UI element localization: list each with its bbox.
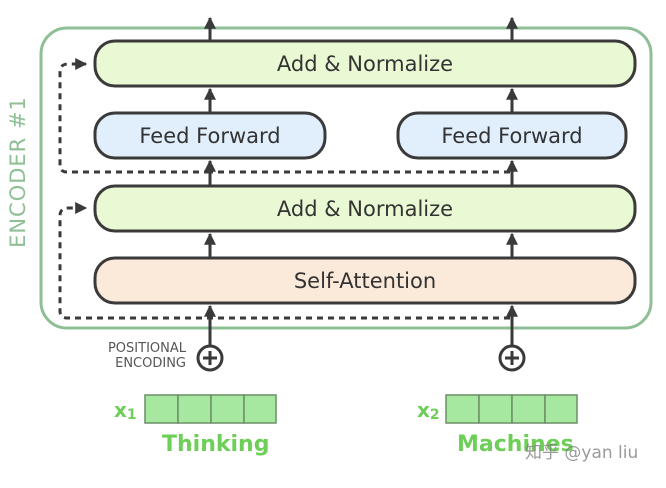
add-normalize-top-box	[93, 39, 637, 88]
positional-encoding-line-2: ENCODING	[115, 356, 186, 371]
plus-circle-icon-left	[196, 344, 224, 372]
residual-path-bottom	[58, 202, 510, 320]
add-normalize-bottom-box	[93, 184, 637, 233]
embedding-vector-x1	[144, 394, 277, 424]
positional-encoding-line-1: POSITIONAL	[107, 341, 186, 356]
encoder-frame	[39, 26, 653, 330]
plus-circle-icon-right	[498, 344, 526, 372]
self-attention-box	[93, 256, 637, 305]
positional-encoding-label: POSITIONAL ENCODING	[108, 341, 186, 371]
input-index-x2: 2	[429, 407, 440, 423]
input-label-x2: x2	[417, 398, 440, 423]
residual-path-top	[58, 58, 210, 174]
embedding-vector-x2	[445, 394, 578, 424]
feed-forward-right-box	[396, 111, 628, 160]
input-symbol-x1: x	[114, 398, 127, 422]
watermark: 知乎 @yan liu	[525, 443, 639, 463]
feed-forward-left-box	[93, 111, 327, 160]
input-index-x1: 1	[126, 407, 137, 423]
input-word-thinking: Thinking	[162, 432, 270, 457]
encoder-label: ENCODER #1	[6, 96, 30, 248]
input-symbol-x2: x	[417, 398, 430, 422]
input-label-x1: x1	[114, 398, 137, 423]
input-word-machines: Machines	[457, 432, 574, 457]
